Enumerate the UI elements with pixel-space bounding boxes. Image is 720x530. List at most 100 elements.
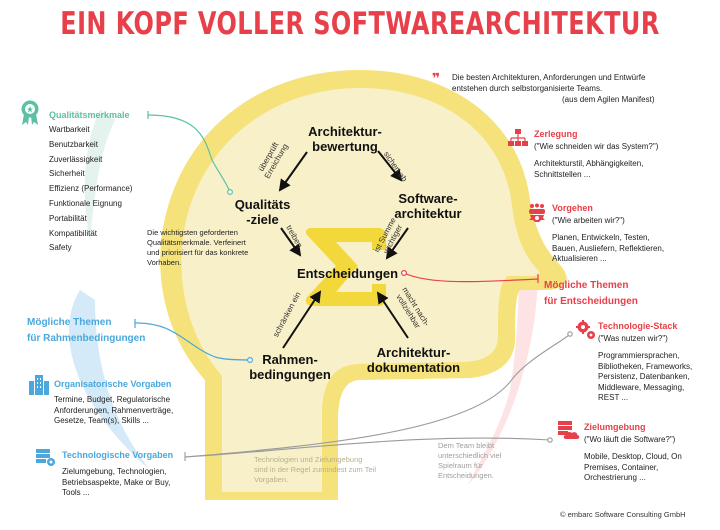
topic-body: Planen, Entwickeln, Testen, Bauen, Ausli… [552,233,664,265]
node-entscheidungen: Entscheidungen [290,266,405,281]
themes-line: Mögliche Themen [27,317,112,328]
head-fill [181,88,540,492]
topic-question: ("Was nutzen wir?") [598,334,668,343]
topic-body-line: Tools ... [62,488,90,497]
note-line: sind in der Regel zumindest zum Teil [254,465,377,474]
server-gear-icon [36,449,55,466]
topic-body-line: Architekturstil, Abhängigkeiten, [534,159,644,168]
quote-text-2: entstehen durch selbstorganisierte Teams… [452,84,603,93]
node-architekturbewertung: Architektur- bewertung [290,124,400,154]
quality-item: Effizienz (Performance) [49,184,133,194]
topic-title: Zerlegung [534,129,578,139]
node-softwarearchitektur: Software- architektur [378,191,478,221]
note-line: unterschiedlich viel [438,451,502,460]
quality-note-line: Die wichtigsten geforderten [147,228,238,237]
sigma-icon [305,228,386,306]
themes-line: für Entscheidungen [544,296,638,307]
topic-body-line: Bibliotheken, Frameworks, [598,361,693,371]
quality-item: Funktionale Eignung [49,198,122,208]
node-label: Rahmen- [262,352,318,367]
quality-item: Sicherheit [49,169,85,179]
themes-line: für Rahmenbedingungen [27,333,146,344]
node-architekturdokumentation: Architektur- dokumentation [356,345,471,375]
hierarchy-icon [508,129,528,146]
note-line: Entscheidungen. [438,471,494,480]
blue-swoosh [68,290,150,470]
topic-body-line: Premises, Container, [584,462,659,472]
node-label: Qualitäts [234,197,291,212]
copyright: © embarc Software Consulting GmbH [560,510,686,519]
note-line: Vorgaben. [254,475,289,484]
topic-body-line: Anforderungen, Rahmenverträge, [54,405,174,415]
topic-body-line: Zielumgebung, Technologien, [62,467,167,476]
topic-body: Mobile, Desktop, Cloud, On Premises, Con… [584,452,682,484]
topic-body: Programmiersprachen, Bibliotheken, Frame… [598,351,692,404]
quality-item: Kompatibilität [49,228,98,238]
node-label: Architektur- [376,345,451,360]
node-label: -ziele [246,212,279,227]
topic-body-line: Middleware, Messaging, [598,382,685,392]
quality-note-line: und priorisiert für das konkrete [147,248,249,257]
node-label: dokumentation [366,360,461,375]
topic-question: ("Wie schneiden wir das System?") [534,142,659,151]
topic-body-line: Orchestrierung ... [584,473,646,482]
gears-icon [576,320,595,339]
connector-tech-stack [184,333,571,458]
quote-text-1: Die besten Architekturen, Anforderungen … [452,73,646,82]
quote-icon: ❞ [432,70,441,86]
topic-body-line: Betriebsaspekte, Make or Buy, [62,477,171,487]
topic-title: Organisatorische Vorgaben [54,379,172,389]
quality-note-line: Vorhaben. [147,258,182,267]
quality-note: Die wichtigsten geforderten Qualitätsmer… [147,228,248,268]
topic-title: Technologie-Stack [598,321,678,331]
topic-question: ("Wo läuft die Software?") [584,435,676,444]
themes-line: Mögliche Themen [544,280,629,291]
themes-decisions-label: Mögliche Themen für Entscheidungen [544,278,638,310]
buildings-icon [29,375,49,395]
team-gear-icon [529,203,545,222]
connector-constraints [134,322,251,361]
quality-item: Safety [49,243,72,253]
node-qualitaetsziele: Qualitäts -ziele [225,197,300,227]
server-cloud-icon [558,421,580,439]
quote-source: (aus dem Agilen Manifest) [562,95,655,104]
note-line: Spielraum für [438,461,483,470]
quality-title: Qualitätsmerkmale [49,110,130,120]
topic-title: Vorgehen [552,203,593,213]
topic-body-line: Aktualisieren ... [552,254,607,263]
topic-body: Architekturstil, Abhängigkeiten, Schnitt… [534,159,643,180]
node-label: Entscheidungen [296,266,399,281]
quality-item: Zuverlässigkeit [49,154,103,164]
quality-item: Wartbarkeit [49,125,90,134]
topic-body-line: Gesetze, Team(s), Skills ... [54,416,149,425]
node-label: Architektur- [308,124,382,139]
topic-body-line: Termine, Budget, Regulatorische [54,395,171,404]
topic-body: Zielumgebung, Technologien, Betriebsaspe… [62,467,170,499]
topic-body-line: Programmiersprachen, [598,351,680,360]
connector-quality [147,114,231,193]
note-line: Dem Team bleibt [438,441,495,450]
note-line: Technologien und Zielumgebung [254,455,363,464]
topic-body-line: Schnittstellen ... [534,169,591,179]
node-label: Software- [398,191,458,206]
topic-title: Zielumgebung [584,422,646,432]
topic-body: Termine, Budget, Regulatorische Anforder… [54,395,173,427]
tech-note: Technologien und Zielumgebung sind in de… [254,455,376,485]
topic-body-line: Mobile, Desktop, Cloud, On [584,452,682,461]
team-note: Dem Team bleibt unterschiedlich viel Spi… [438,441,501,481]
quality-item: Benutzbarkeit [49,139,98,149]
topic-body-line: Planen, Entwickeln, Testen, [552,233,650,242]
node-label: bedingungen [249,367,331,382]
topic-body-line: Persistenz, Datenbanken, [598,372,690,381]
connector-decisions [403,272,539,283]
node-label: architektur [394,206,462,221]
themes-constraints-label: Mögliche Themen für Rahmenbedingungen [27,315,145,347]
connector-tech-target [184,437,551,458]
topic-body-line: Bauen, Ausliefern, Reflektieren, [552,243,665,253]
topic-question: ("Wie arbeiten wir?") [552,216,625,225]
node-label: bewertung [312,139,378,154]
topic-title: Technologische Vorgaben [62,450,174,460]
topic-body-line: REST ... [598,393,629,402]
quality-note-line: Qualitätsmerkmale. Verfeinert [147,238,246,247]
